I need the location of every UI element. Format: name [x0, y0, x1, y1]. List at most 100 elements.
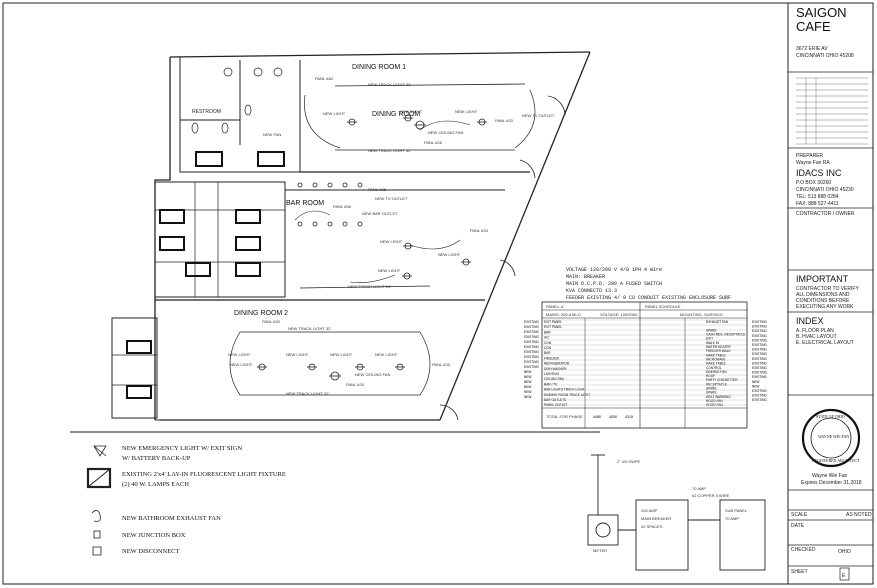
schedule-left-status: EXISTING [524, 340, 539, 344]
legend-fixture-2: (2) 40 W. LAMPS EACH [122, 481, 189, 488]
plan-label: NEW LIGHT [378, 268, 401, 273]
sub-panel-line: 70 AMP [725, 516, 739, 521]
main-panel-line: 42 SPACES [641, 524, 663, 529]
seal-caption-name: Wayne Wei Fan [812, 473, 848, 479]
address-1: 3672 ERIE AV [796, 46, 828, 52]
dining1-arc-right [514, 89, 536, 149]
fixture [235, 209, 261, 224]
schedule-right-status: EXISTING [752, 334, 767, 338]
schedule-right-row: RECEPTACLE [706, 382, 727, 386]
floor-plan [111, 51, 591, 421]
schedule-right-status: EXISTING [752, 361, 767, 365]
schedule-right-status: EXISTING [752, 329, 767, 333]
schedule-left-row: LIGHTING [544, 372, 560, 376]
sheet-label: SHEET [791, 569, 808, 575]
schedule-right-row: SPARE [706, 387, 717, 391]
seal-top: STATE OF OHIO [816, 414, 845, 419]
scale-label: SCALE [791, 512, 808, 518]
index-item: B. HVAC LAYOUT [796, 334, 837, 340]
plan-label: PANL #33 [470, 228, 489, 233]
schedule-left-status: EXISTING [524, 345, 539, 349]
schedule-left-status: EXISTING [524, 335, 539, 339]
meter-box [587, 514, 619, 546]
meter-label: METER [593, 548, 607, 553]
preparer-name: Wayne Fan RA [796, 160, 830, 166]
legend-junction-box: NEW JUNCTION BOX [122, 532, 186, 539]
seal-name: WAYNE WEI FAN [818, 434, 849, 439]
junction-box-icon [93, 530, 101, 539]
schedule-title: PANEL SCHEDULE [645, 304, 681, 309]
schedule-left-row: EXIT PANEL [544, 325, 562, 329]
schedule-left-status: NEW [524, 375, 531, 379]
schedule-left-row: DISH WASHER [544, 367, 567, 371]
legend-exhaust-fan: NEW BATHROOM EXHAUST FAN [122, 515, 221, 522]
schedule-left-status: NEW [524, 390, 531, 394]
firm-box: P.O BOX 30260 [796, 180, 831, 186]
riser-wire: 2" 4/0 SWPE [617, 459, 641, 464]
index-heading: INDEX [796, 316, 824, 326]
project-name-2: CAFE [796, 19, 831, 34]
schedule-right-row: WATER HEATER [706, 345, 731, 349]
schedule-right-row: EXIT [706, 337, 713, 341]
legend-emergency-1: NEW EMERGENCY LIGHT W/ EXIT SIGN [122, 445, 242, 452]
schedule-left-row: BAR / TV [544, 382, 558, 386]
plan-label: PANL #25 [346, 382, 365, 387]
schedule-right-status: EXISTING [752, 375, 767, 379]
firm-name: IDACS INC [796, 168, 842, 178]
wall-top [169, 51, 591, 58]
firm-tel: TEL: 513 888 0284 [796, 194, 839, 200]
schedule-right-row: HOOD FAN [706, 399, 723, 403]
schedule-right-status: EXISTING [752, 343, 767, 347]
schedule-total: 4480 [593, 415, 601, 419]
light-symbols [257, 114, 487, 381]
bar-track [299, 285, 431, 289]
schedule-right-row: MAKE TABLE [706, 362, 726, 366]
schedule-mounting: MOUNTING: SURFACE [680, 312, 723, 317]
seal-caption-expiry: Expires December 31,2018 [801, 480, 862, 486]
plan-label: NEW TRACK LIGHT 24' [348, 284, 391, 289]
schedule-left-row: BAR [544, 330, 551, 334]
seal-bottom: REGISTERED ARCHITECT [812, 458, 860, 463]
schedule-left-status: NEW [524, 395, 531, 399]
schedule-left-row: BAR [544, 351, 551, 355]
schedule-right-row: SPARE [706, 391, 717, 395]
plan-label: NEW TRACK LIGHT 32' [286, 391, 329, 396]
note-ocpd: MAIN O.C.P.D. 200 A FUSED SWITCH [566, 281, 662, 287]
room-label-dining1-mid: DINING ROOM [372, 111, 420, 118]
schedule-left-row: A/C [544, 336, 550, 340]
schedule-right-status: EXISTING [752, 357, 767, 361]
room-label-dining1: DINING ROOM 1 [352, 64, 406, 71]
plan-annotations: PANL #A2 NEW TRACK LIGHT 32' NEW TRACK L… [228, 76, 555, 396]
schedule-left-status: EXISTING [524, 360, 539, 364]
disconnect-icon [92, 546, 102, 556]
schedule-left-status: EXISTING [524, 320, 539, 324]
door-swing-2 [519, 159, 536, 179]
schedule-right-row: SPARE [706, 328, 717, 332]
schedule-right-status: EXISTING [752, 338, 767, 342]
plan-label: NEW TV OUTLET [522, 113, 555, 118]
plan-label: NEW LIGHT [400, 109, 423, 114]
legend: NEW EMERGENCY LIGHT W/ EXIT SIGN W/ BATT… [70, 431, 600, 556]
scale-value: AS NOTED [846, 512, 872, 518]
schedule-left-row: CON [544, 346, 552, 350]
sub-panel-line: SUB PANEL [725, 508, 748, 513]
note-voltage: VOLTAGE 120/208 V 4/0 1PH 4 Wire [566, 267, 662, 273]
dining1-track-top [334, 83, 526, 87]
schedule-right-status: EXISTING [752, 348, 767, 352]
schedule-left-status: EXISTING [524, 350, 539, 354]
storage-room [111, 317, 158, 419]
plan-label: NEW TRACK LIGHT 32' [288, 326, 331, 331]
fixture [159, 236, 185, 251]
fixture [257, 151, 285, 167]
dining1-arc-left [304, 94, 341, 149]
schedule-right-row: MAKE TABLE [706, 353, 726, 357]
important-line: EXECUTING ANY WORK [796, 304, 854, 310]
schedule-left-row: EXIT PANEL [544, 320, 562, 324]
schedule-right-status: EXISTING [752, 398, 767, 402]
restroom-wall [179, 57, 301, 173]
note-kva: KVA CONNECTD 13.3 [566, 288, 617, 294]
sub-panel-box [719, 499, 766, 571]
schedule-right-status: EXISTING [752, 366, 767, 370]
date-label: DATE [791, 523, 805, 529]
